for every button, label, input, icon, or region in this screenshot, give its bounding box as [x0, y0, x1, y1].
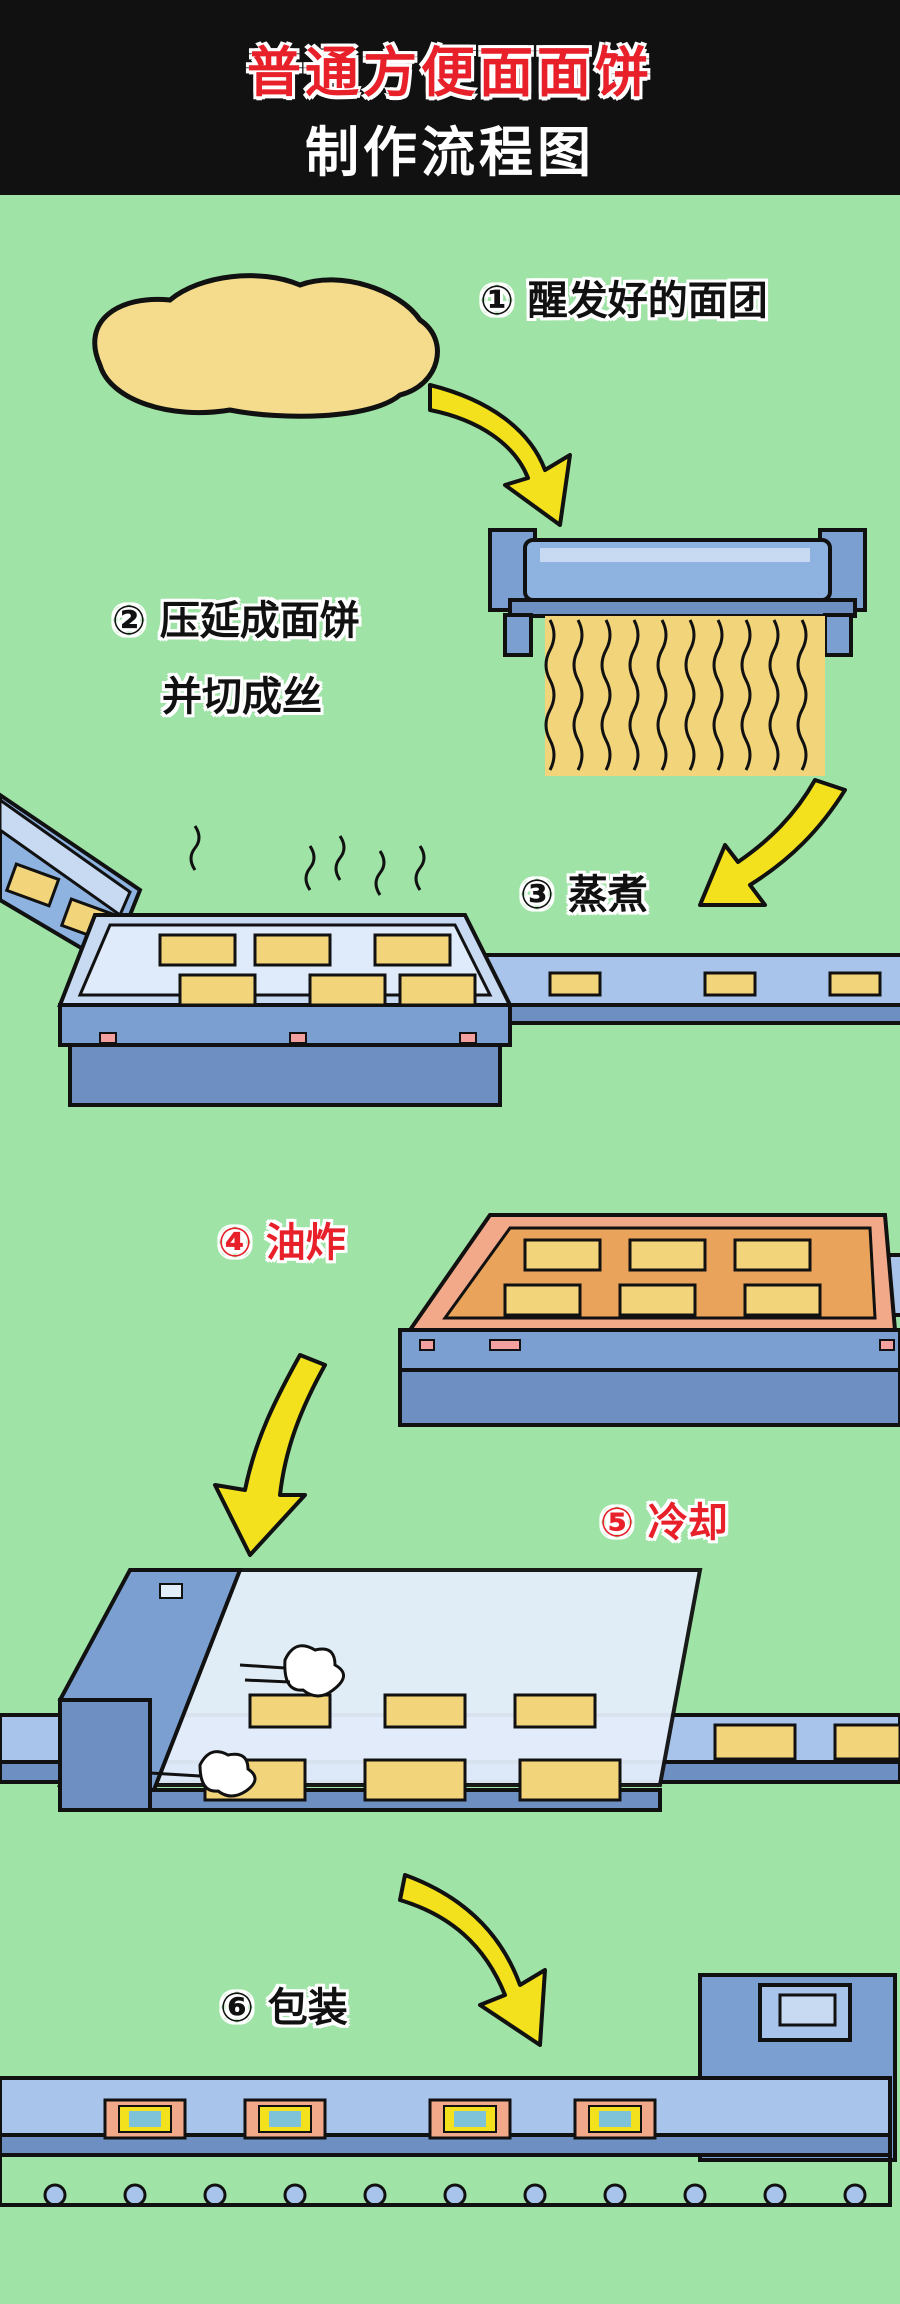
fryer-tank [398, 1213, 900, 1427]
step-6-label: ⑥ 包装 [220, 1985, 348, 2031]
step-4-label: ④ 油炸 [218, 1220, 346, 1266]
step-2-label-line2: 并切成丝 [162, 674, 322, 720]
arrow-2-icon [698, 778, 847, 907]
arrow-4-icon [398, 1873, 547, 2047]
steamer-tank [57, 913, 514, 1107]
packing-conveyor [0, 2076, 892, 2207]
arrow-3-icon [213, 1353, 327, 1557]
arrow-1-icon [428, 383, 572, 527]
title-banner: 普通方便面面饼 制作流程图 [0, 0, 900, 195]
title-line-2: 制作流程图 [305, 121, 595, 184]
step-3-label: ③ 蒸煮 [520, 872, 648, 918]
step-2-label: ② 压延成面饼 [112, 598, 360, 644]
noodle-strands [544, 616, 825, 776]
steamer-conveyor [468, 953, 900, 1025]
step-5-label: ⑤ 冷却 [600, 1500, 728, 1546]
roller-machine [488, 528, 867, 657]
noodle-packages [103, 2098, 657, 2140]
process-illustration [0, 273, 900, 2207]
steam-icon [189, 825, 426, 896]
dough-blob [92, 273, 440, 419]
title-line-1: 普通方便面面饼 [247, 41, 653, 104]
wind-icon [149, 1644, 345, 1798]
step-1-label: ① 醒发好的面团 [480, 278, 768, 324]
